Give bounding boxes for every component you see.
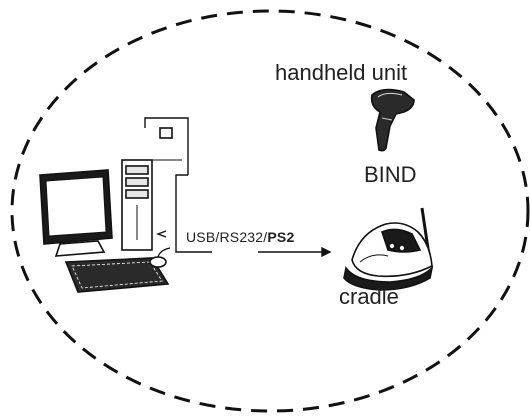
computer-icon	[39, 117, 189, 293]
connection-interface-ps2: PS2	[267, 229, 295, 245]
cradle-label: cradle	[339, 284, 399, 309]
cradle-icon	[343, 207, 434, 291]
bind-label: BIND	[364, 162, 417, 187]
handheld-unit-label: handheld unit	[275, 60, 408, 85]
range-boundary-ellipse	[10, 9, 530, 413]
handheld-scanner-icon	[370, 88, 415, 152]
connection-interface-label: USB/RS232/PS2	[186, 229, 294, 245]
connection-cable	[156, 174, 332, 258]
connection-interface-prefix: USB/RS232/	[186, 229, 268, 245]
